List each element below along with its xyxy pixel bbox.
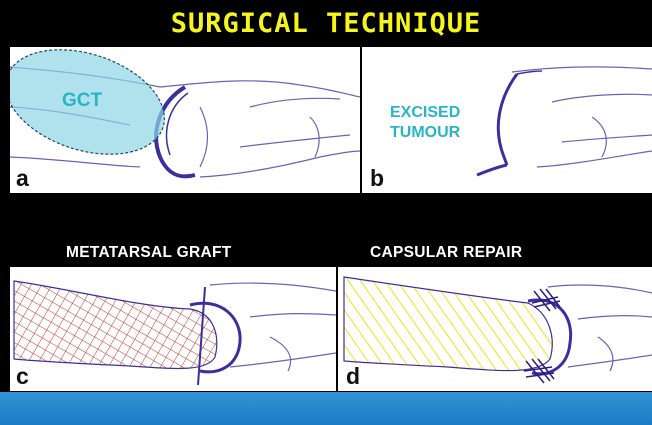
panel-b-illustration: EXCISED TUMOUR b (362, 47, 652, 193)
panel-d-illustration: d (338, 267, 652, 391)
caption-capsular-repair: CAPSULAR REPAIR (370, 244, 522, 262)
excised-label-line2: TUMOUR (390, 123, 460, 143)
panel-c-illustration: c (10, 267, 336, 391)
caption-metatarsal-graft: METATARSAL GRAFT (66, 244, 232, 262)
panel-a-illustration: GCT a (10, 47, 360, 193)
joint-drawing-d (338, 267, 652, 391)
gct-label: GCT (62, 89, 102, 113)
panel-letter-d: d (346, 365, 360, 388)
repair-region (344, 277, 552, 371)
slide-title: SURGICAL TECHNIQUE (0, 0, 652, 46)
panel-letter-b: b (370, 167, 384, 190)
excised-tumour-label: EXCISED TUMOUR (390, 103, 460, 143)
bottom-bar (0, 392, 652, 425)
panel-letter-a: a (16, 167, 29, 190)
excised-label-line1: EXCISED (390, 103, 460, 123)
graft-region (14, 281, 217, 369)
joint-drawing-a (10, 47, 360, 193)
joint-drawing-c (10, 267, 336, 391)
panel-letter-c: c (16, 365, 29, 388)
